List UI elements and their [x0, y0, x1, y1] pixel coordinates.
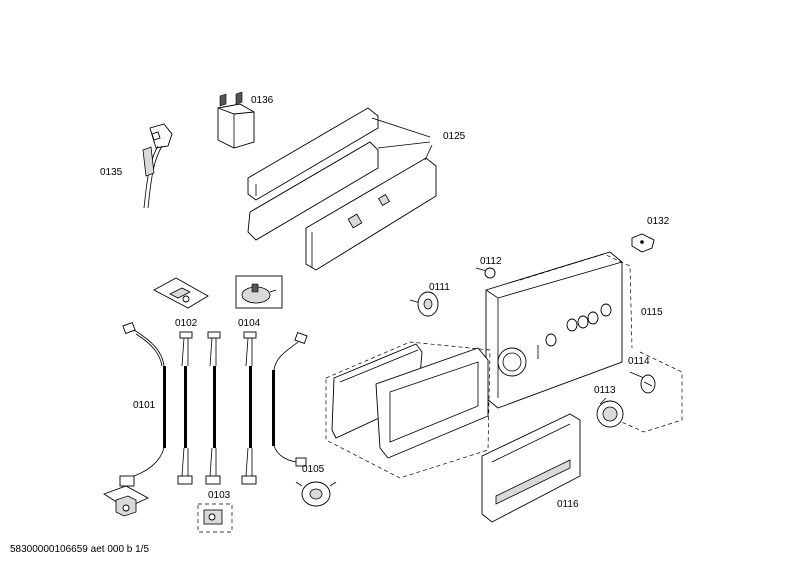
- label-0116: 0116: [557, 499, 579, 510]
- label-0125: 0125: [443, 131, 466, 142]
- part-0114-program-knob[interactable]: 0114: [607, 351, 683, 433]
- part-0104-drain-pump[interactable]: 0104: [235, 275, 283, 329]
- harness-bundle-c: [241, 331, 257, 485]
- part-0132-bracket[interactable]: 0132: [631, 216, 670, 253]
- label-0104: 0104: [238, 318, 261, 329]
- label-0103: 0103: [208, 490, 231, 501]
- label-0132: 0132: [647, 216, 670, 227]
- label-0113: 0113: [594, 385, 616, 396]
- part-0101-wire-harness[interactable]: 0101: [119, 321, 166, 487]
- label-0112: 0112: [480, 256, 502, 267]
- harness-bundle-b: [205, 331, 221, 485]
- part-0111-dial-knob[interactable]: 0111: [409, 282, 450, 317]
- drawing-reference: 58300000106659 aet 000 b 1/5: [10, 544, 149, 555]
- part-0105-timer-switch[interactable]: 0105: [295, 464, 337, 507]
- part-0112-selector-knob[interactable]: 0112: [475, 256, 502, 279]
- part-0135-power-cord[interactable]: 0135: [100, 123, 173, 209]
- part-0125-control-module[interactable]: 0125: [247, 107, 466, 271]
- part-0115-control-panel[interactable]: 0115: [485, 251, 663, 409]
- label-0135: 0135: [100, 167, 123, 178]
- label-0105: 0105: [302, 464, 325, 475]
- part-0113-temperature-knob[interactable]: 0113: [594, 385, 624, 428]
- harness-bundle-d: [272, 331, 308, 467]
- harness-bundle-a: [177, 331, 193, 485]
- label-0102: 0102: [175, 318, 198, 329]
- part-0136-interference-filter[interactable]: 0136: [217, 91, 274, 149]
- label-0114: 0114: [628, 356, 650, 367]
- detergent-drawer-housing: [325, 341, 491, 479]
- label-0115: 0115: [641, 307, 663, 318]
- part-0102-pressure-switch[interactable]: 0102: [153, 277, 209, 329]
- part-0103-connector-block[interactable]: 0103: [197, 490, 233, 533]
- door-lock-switch: [102, 485, 150, 517]
- part-0116-drawer-front[interactable]: 0116: [481, 413, 581, 523]
- label-0111: 0111: [429, 282, 450, 293]
- label-0136: 0136: [251, 95, 274, 106]
- label-0101: 0101: [133, 400, 156, 411]
